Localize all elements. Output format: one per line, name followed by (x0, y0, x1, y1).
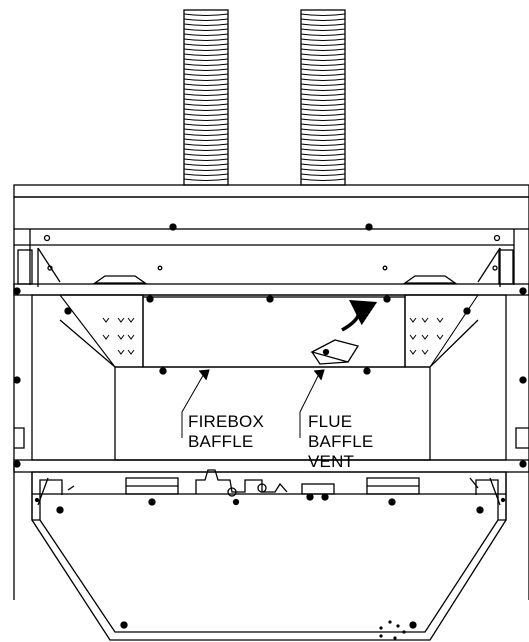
firebox-baffle-label-line2: BAFFLE (188, 432, 254, 451)
pipe-rib (183, 13, 229, 17)
pipe-rib (300, 178, 346, 182)
pipe-rib (300, 98, 346, 102)
flue-baffle-vent-label-line3: VENT (308, 452, 355, 471)
pipe-rib (183, 98, 229, 102)
pipe-rib (183, 78, 229, 82)
pipe-rib (183, 163, 229, 167)
pipe-rib (183, 103, 229, 107)
pipe-rib (300, 158, 346, 162)
pipe-rib (183, 128, 229, 132)
pipe-rib (300, 33, 346, 37)
pipe-rib (300, 78, 346, 82)
pipe-rib (300, 163, 346, 167)
pipe-rib (300, 138, 346, 142)
pipe-rib (183, 33, 229, 37)
pipe-rib (183, 18, 229, 22)
pipe-rib (300, 133, 346, 137)
lower-rail (13, 459, 529, 473)
pipe-rib (300, 48, 346, 52)
flue-baffle-vent-label-line1: FLUE (308, 412, 353, 431)
pipe-rib (300, 128, 346, 132)
pipe-rib (300, 173, 346, 177)
upper-rail (13, 283, 529, 296)
pipe-rib (183, 73, 229, 77)
pipe-rib (183, 38, 229, 42)
control-compartment (31, 469, 507, 521)
firebox (31, 294, 507, 461)
pipe-rib (300, 18, 346, 22)
pipe-rib (183, 153, 229, 157)
flue-baffle-vent-label: FLUE BAFFLE VENT (308, 412, 373, 472)
pipe-rib (300, 13, 346, 17)
firebox-baffle-label: FIREBOX BAFFLE (188, 412, 264, 452)
pipe-rib (300, 43, 346, 47)
pipe-rib (300, 113, 346, 117)
flue-baffle-vent-label-line2: BAFFLE (308, 432, 374, 451)
pipe-rib (183, 148, 229, 152)
pipe-rib (300, 83, 346, 87)
firebox-baffle-label-line1: FIREBOX (188, 412, 265, 431)
vent-pipe-left (183, 9, 229, 186)
pipe-rib (183, 123, 229, 127)
pipe-rib (300, 168, 346, 172)
pipe-rib (183, 83, 229, 87)
pipe-rib (183, 88, 229, 92)
pipe-rib (300, 108, 346, 112)
pipe-rib (183, 43, 229, 47)
pipe-rib (183, 168, 229, 172)
pipe-rib (300, 23, 346, 27)
pipe-rib (183, 23, 229, 27)
pipe-rib (300, 63, 346, 67)
pipe-rib (183, 173, 229, 177)
flue-baffle-vent-part (310, 300, 378, 365)
pipe-rib (183, 138, 229, 142)
pipe-rib (183, 178, 229, 182)
pipe-rib (300, 153, 346, 157)
pipe-rib (183, 93, 229, 97)
pipe-rib (183, 28, 229, 32)
pipe-rib (300, 38, 346, 42)
pipe-rib (183, 133, 229, 137)
pipe-rib (300, 88, 346, 92)
top-housing (13, 184, 529, 246)
pipe-rib (183, 113, 229, 117)
pipe-rib (300, 103, 346, 107)
pipe-rib (300, 28, 346, 32)
pipe-rib (300, 58, 346, 62)
pipe-rib (300, 73, 346, 77)
pipe-rib (183, 158, 229, 162)
pipe-rib (183, 68, 229, 72)
label-leaders (181, 369, 325, 438)
vent-hole-pattern (379, 620, 406, 640)
pipe-rib (183, 143, 229, 147)
vent-pipe-right (300, 9, 346, 186)
pipe-rib (300, 118, 346, 122)
pipe-rib (300, 143, 346, 147)
pipe-rib (183, 63, 229, 67)
pipe-rib (300, 53, 346, 57)
pipe-rib (183, 108, 229, 112)
pipe-rib (183, 53, 229, 57)
pipe-rib (300, 123, 346, 127)
pipe-rib (183, 118, 229, 122)
pipe-rib (300, 93, 346, 97)
pipe-rib (183, 58, 229, 62)
pipe-rib (300, 148, 346, 152)
pipe-rib (300, 68, 346, 72)
upper-chamber (37, 247, 501, 287)
bottom-skirt (31, 494, 507, 641)
pipe-rib (183, 48, 229, 52)
